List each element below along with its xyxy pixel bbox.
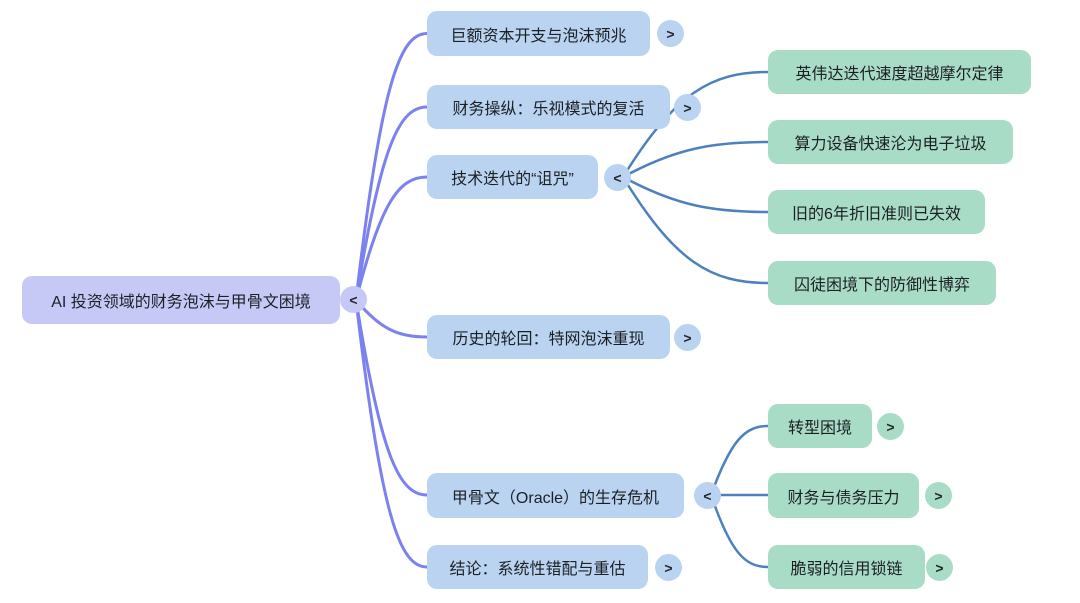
branch-node-label: 历史的轮回：特网泡沫重现	[452, 331, 645, 348]
leaf-node-compute-ewaste[interactable]: 算力设备快速沦为电子垃圾	[768, 120, 1013, 164]
leaf-expand-button[interactable]: >	[877, 413, 904, 440]
leaf-node-transition-dilemma[interactable]: 转型困境	[768, 404, 872, 448]
branch-node-label: 甲骨文（Oracle）的生存危机	[451, 489, 660, 507]
leaf-node-fragile-credit-chain[interactable]: 脆弱的信用锁链	[768, 545, 925, 589]
leaf-node-label: 脆弱的信用锁链	[790, 561, 903, 578]
branch-node-financial-manipulation[interactable]: 财务操纵：乐视模式的复活	[427, 85, 670, 129]
branch-node-conclusion[interactable]: 结论：系统性错配与重估	[427, 545, 648, 589]
edge-root-to-branch5	[354, 299, 428, 569]
leaf-node-debt-pressure[interactable]: 财务与债务压力	[768, 473, 919, 518]
edge-tech-to-child2	[622, 175, 769, 214]
branch-expand-button[interactable]: >	[674, 324, 701, 351]
root-node-label: AI 投资领域的财务泡沫与甲骨文困境	[51, 294, 311, 311]
branch-node-label: 结论：系统性错配与重估	[449, 561, 626, 578]
branch-node-history-repeats[interactable]: 历史的轮回：特网泡沫重现	[427, 315, 670, 359]
edge-root-to-branch3	[354, 299, 428, 339]
edge-root-to-branch1	[354, 105, 428, 301]
leaf-node-label: 算力设备快速沦为电子垃圾	[794, 136, 987, 153]
leaf-expand-button[interactable]: >	[926, 554, 953, 581]
edge-root-to-branch4	[354, 299, 428, 497]
branch-node-capex-bubble[interactable]: 巨额资本开支与泡沫预兆	[427, 11, 650, 56]
branch-expand-button[interactable]: >	[655, 554, 682, 581]
branch-expand-button[interactable]: >	[674, 94, 701, 121]
leaf-node-prisoners-dilemma[interactable]: 囚徒困境下的防御性博弈	[768, 261, 996, 305]
edge-root-to-branch0	[354, 32, 428, 301]
leaf-node-depreciation-rule[interactable]: 旧的6年折旧准则已失效	[768, 190, 985, 234]
root-node[interactable]: AI 投资领域的财务泡沫与甲骨文困境	[22, 276, 340, 324]
edge-oracle-to-child2	[709, 494, 769, 569]
branch-collapse-button[interactable]: <	[604, 164, 631, 191]
branch-node-tech-iteration-curse[interactable]: 技术迭代的“诅咒”	[427, 155, 598, 199]
branch-node-label: 财务操纵：乐视模式的复活	[452, 101, 645, 118]
leaf-node-label: 转型困境	[787, 420, 852, 437]
edge-oracle-to-child0	[709, 424, 769, 496]
edge-tech-to-child3	[621, 176, 769, 285]
branch-node-oracle-survival-crisis[interactable]: 甲骨文（Oracle）的生存危机	[427, 473, 684, 518]
edge-tech-to-child1	[622, 140, 769, 179]
leaf-node-nvidia-iteration[interactable]: 英伟达迭代速度超越摩尔定律	[768, 50, 1031, 94]
edge-tech-to-child0	[621, 70, 769, 178]
branch-expand-button[interactable]: >	[657, 20, 684, 47]
branch-node-label: 巨额资本开支与泡沫预兆	[450, 27, 627, 45]
leaf-node-label: 财务与债务压力	[787, 489, 900, 507]
leaf-expand-button[interactable]: >	[925, 482, 952, 509]
leaf-node-label: 囚徒困境下的防御性博弈	[793, 277, 970, 294]
leaf-node-label: 英伟达迭代速度超越摩尔定律	[795, 66, 1004, 83]
edge-root-to-branch2	[354, 175, 428, 301]
root-collapse-button[interactable]: <	[340, 286, 367, 313]
leaf-node-label: 旧的6年折旧准则已失效	[792, 206, 961, 223]
branch-node-label: 技术迭代的“诅咒”	[451, 171, 574, 188]
branch-collapse-button[interactable]: <	[694, 482, 721, 509]
